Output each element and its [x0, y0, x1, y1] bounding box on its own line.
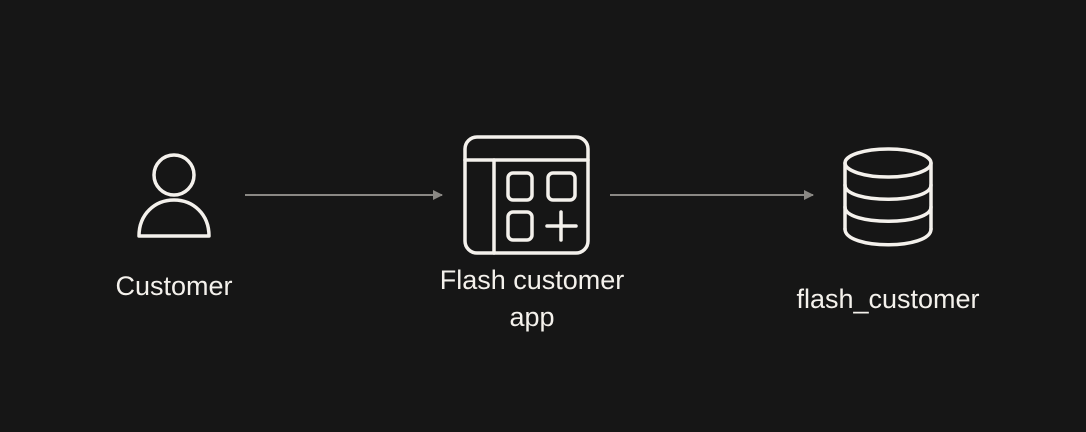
app-window-icon	[463, 135, 590, 255]
database-icon	[843, 147, 933, 247]
node-label-db: flash_customer	[796, 284, 980, 314]
user-icon	[137, 153, 211, 238]
node-label-customer: Customer	[115, 271, 233, 301]
node-label-app: Flash customer app	[439, 265, 625, 332]
